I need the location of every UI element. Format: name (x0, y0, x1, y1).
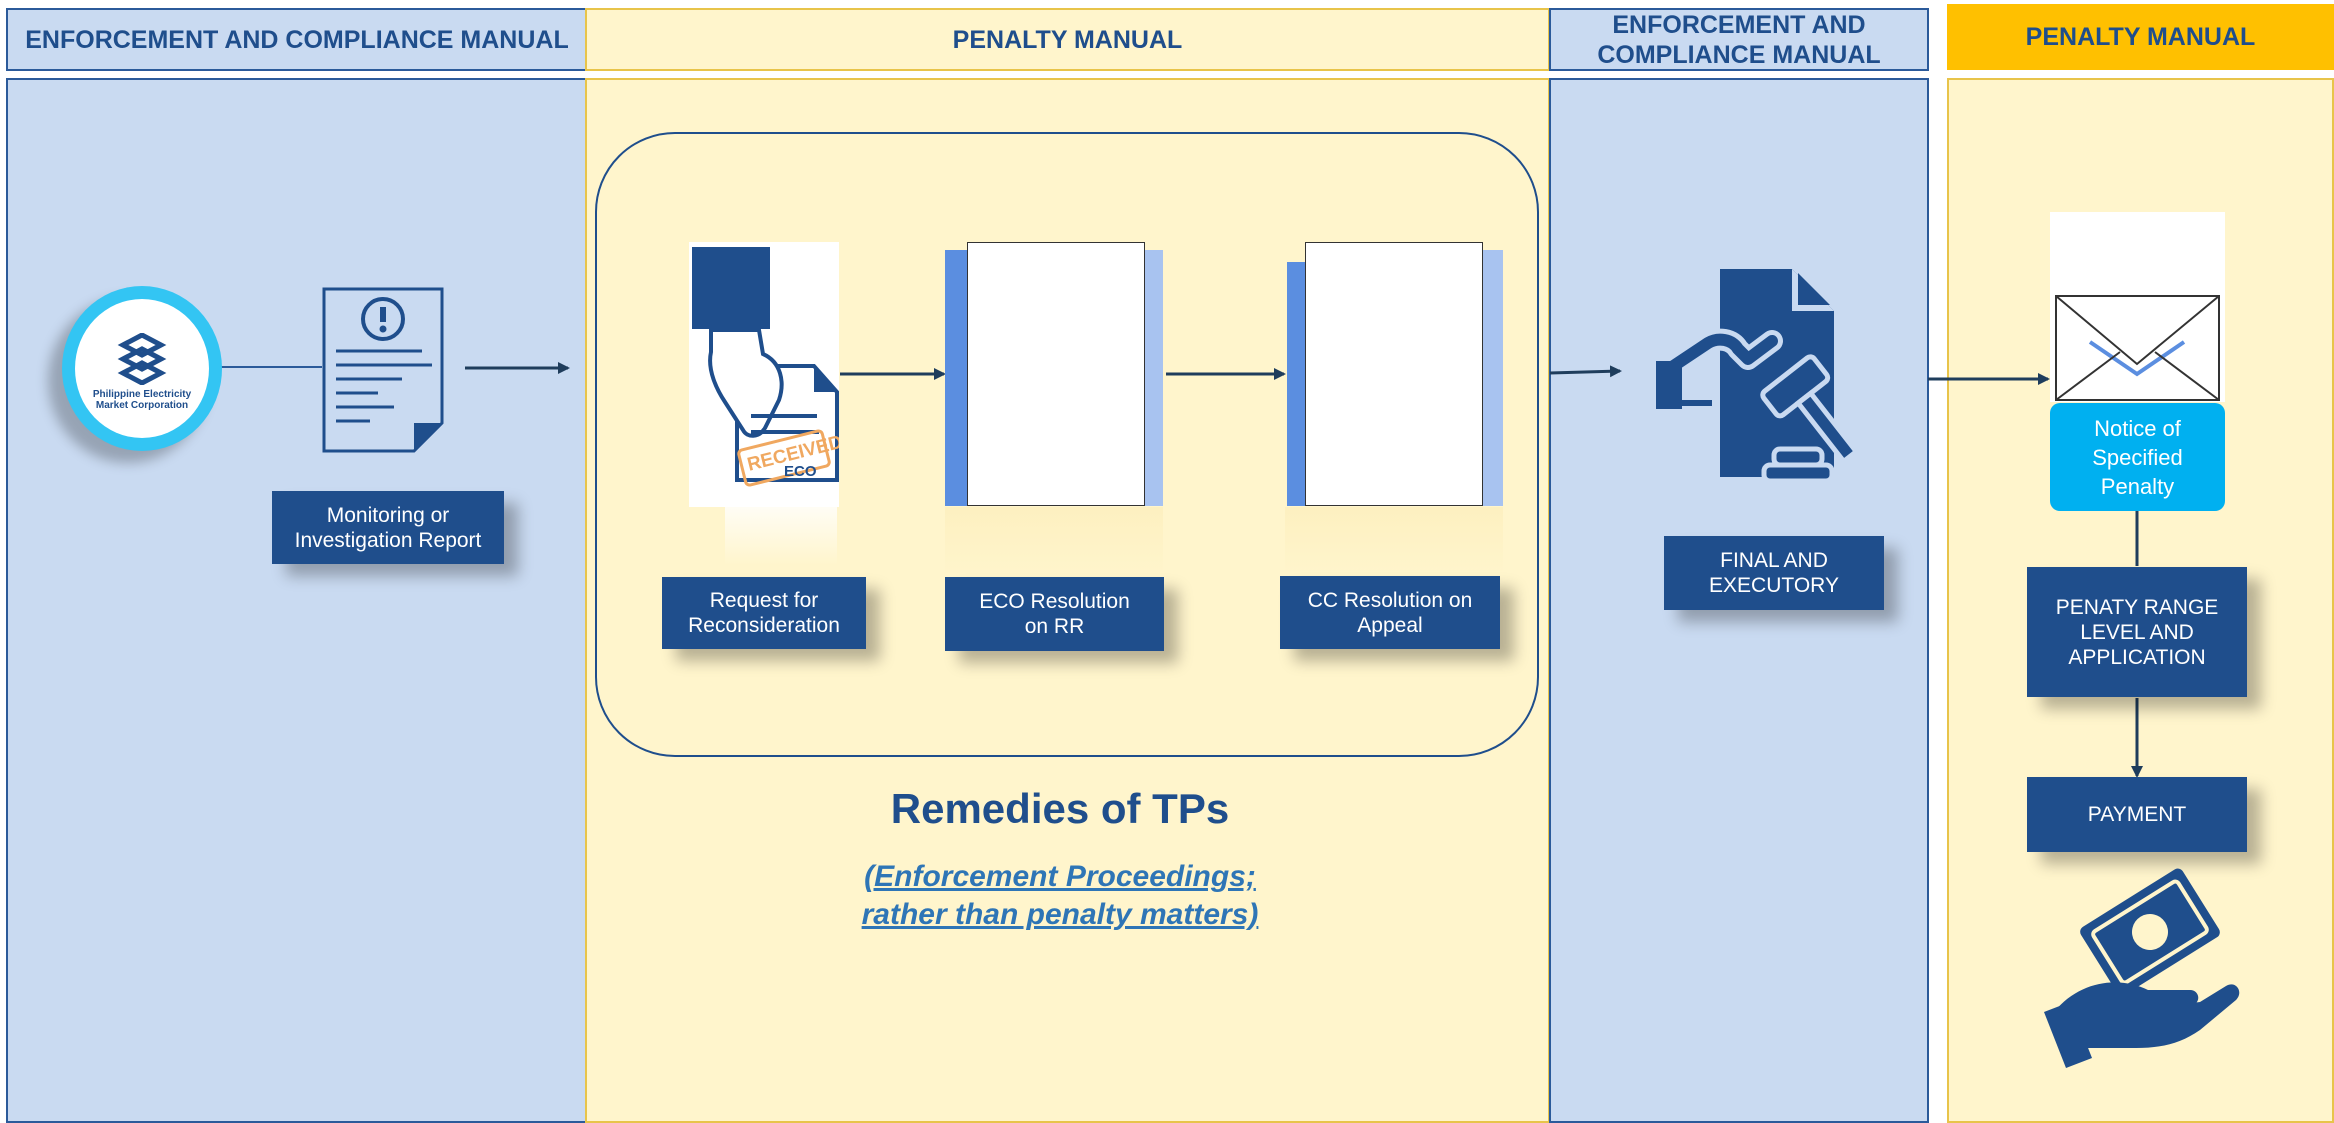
hand-document-icon: RECEIVED ECO (689, 242, 839, 507)
eco-resolution-box: ECO Resolution on RR (945, 577, 1164, 651)
monitoring-report-line2: Investigation Report (294, 528, 482, 552)
hand-document-graphic: RECEIVED ECO (692, 247, 839, 487)
column-enforcement-1 (6, 78, 588, 1123)
cc-resolution-line1: CC Resolution on (1307, 588, 1473, 612)
eco-resolution-line2: on RR (1024, 615, 1085, 638)
notice-specified-penalty: Notice of Specified Penalty (2050, 403, 2225, 511)
logo-icon: Philippine Electricity Market Corporatio… (62, 286, 222, 451)
hand-document-reflection (725, 507, 837, 565)
final-executory-line2: EXECUTORY (1709, 574, 1839, 597)
cc-resolution-box: CC Resolution on Appeal (1280, 576, 1500, 649)
header-enforcement-2: ENFORCEMENT AND COMPLIANCE MANUAL (1549, 8, 1929, 71)
cc-doc-page (1305, 242, 1483, 506)
header-penalty-2: PENALTY MANUAL (1947, 4, 2334, 70)
final-executory-line1: FINAL AND (1720, 549, 1828, 572)
logo-mark (117, 333, 167, 385)
penalty-range-box: PENATY RANGE LEVEL AND APPLICATION (2027, 567, 2247, 697)
cc-document-icon (1285, 242, 1503, 507)
arrow-remedies-final (1549, 365, 1622, 378)
eco-doc-edge (1145, 250, 1163, 506)
eco-document-icon (945, 242, 1163, 507)
remedies-subtitle-line1: (Enforcement Proceedings; (864, 860, 1256, 893)
monitoring-report-line1: Monitoring or (326, 503, 450, 527)
envelope-icon (2050, 212, 2225, 402)
header-enforcement-2-line1: ENFORCEMENT AND (1612, 10, 1866, 39)
payment-box: PAYMENT (2027, 777, 2247, 852)
monitoring-report-box: Monitoring or Investigation Report (272, 491, 504, 564)
logo-text-line1: Philippine Electricity (92, 389, 192, 400)
cc-doc-spine (1287, 262, 1307, 506)
request-reconsideration-line1: Request for (709, 589, 819, 612)
penalty-range-line2: LEVEL AND (2080, 620, 2194, 644)
request-reconsideration-line2: Reconsideration (688, 614, 840, 637)
penalty-range-line1: PENATY RANGE (2055, 595, 2219, 619)
header-enforcement-2-line2: COMPLIANCE MANUAL (1597, 40, 1881, 69)
cc-doc-reflection (1285, 507, 1503, 575)
request-reconsideration-box: Request for Reconsideration (662, 577, 866, 649)
header-penalty-2-label: PENALTY MANUAL (2025, 23, 2256, 51)
notice-line3: Penalty (2100, 473, 2175, 499)
payment-label: PAYMENT (2087, 803, 2187, 826)
notice-line1: Notice of (2094, 415, 2181, 441)
final-executory-box: FINAL AND EXECUTORY (1664, 536, 1884, 610)
header-penalty-1-label: PENALTY MANUAL (952, 25, 1183, 54)
logo-text-line2: Market Corporation (95, 400, 189, 411)
eco-doc-reflection (945, 507, 1163, 577)
eco-doc-page (967, 242, 1145, 506)
eco-resolution-line1: ECO Resolution (979, 590, 1130, 613)
remedies-title: Remedies of TPs (890, 785, 1230, 832)
notice-line2: Specified (2092, 444, 2183, 470)
gavel-document-icon (1656, 269, 1860, 484)
header-enforcement-1-label: ENFORCEMENT AND COMPLIANCE MANUAL (25, 25, 569, 54)
remedies-container (595, 132, 1539, 757)
stamp-eco-text: ECO (784, 463, 817, 480)
report-alert-icon (322, 287, 444, 453)
penalty-range-line3: APPLICATION (2068, 645, 2206, 669)
remedies-subtitle-line2: rather than penalty matters) (861, 898, 1259, 931)
cc-resolution-line2: Appeal (1357, 613, 1423, 637)
envelope-graphic (2055, 295, 2220, 401)
money-hand-icon (2044, 868, 2240, 1068)
header-penalty-1: PENALTY MANUAL (585, 8, 1550, 71)
cc-doc-edge (1483, 250, 1503, 506)
header-enforcement-1: ENFORCEMENT AND COMPLIANCE MANUAL (6, 8, 588, 71)
eco-doc-spine (945, 250, 967, 506)
logo-inner: Philippine Electricity Market Corporatio… (75, 299, 209, 438)
